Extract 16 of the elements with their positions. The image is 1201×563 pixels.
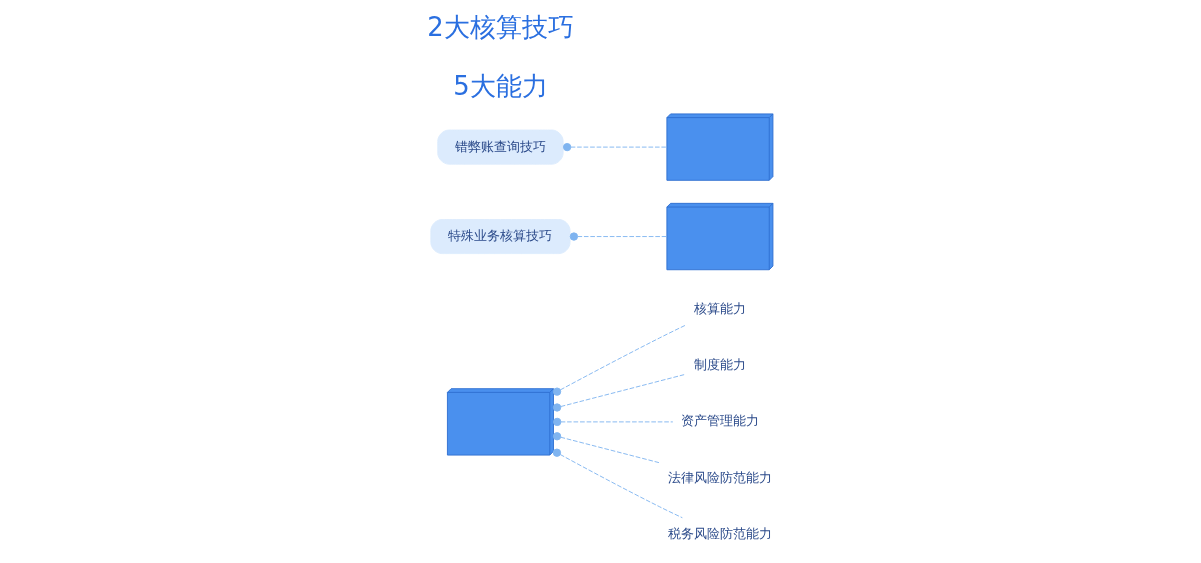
node-box: 特殊业务核算技巧: [430, 219, 571, 255]
node-text: 法律风险防范能力: [667, 469, 772, 485]
node-text: 税务风险防范能力: [667, 525, 772, 541]
connector: [552, 324, 686, 396]
connector: [552, 373, 686, 412]
connector: [552, 432, 660, 464]
node-text: 制度能力: [693, 357, 746, 373]
node-text: 核算能力: [693, 300, 746, 316]
label: 2大核算技巧: [427, 12, 574, 43]
connector: [553, 417, 674, 427]
node-box: 错弊账查询技巧: [437, 129, 564, 165]
connector: [552, 448, 683, 519]
connector: [569, 232, 668, 241]
node-text: 资产管理能力: [680, 413, 759, 429]
label: 5大能力: [453, 71, 548, 102]
connector: [563, 142, 668, 152]
